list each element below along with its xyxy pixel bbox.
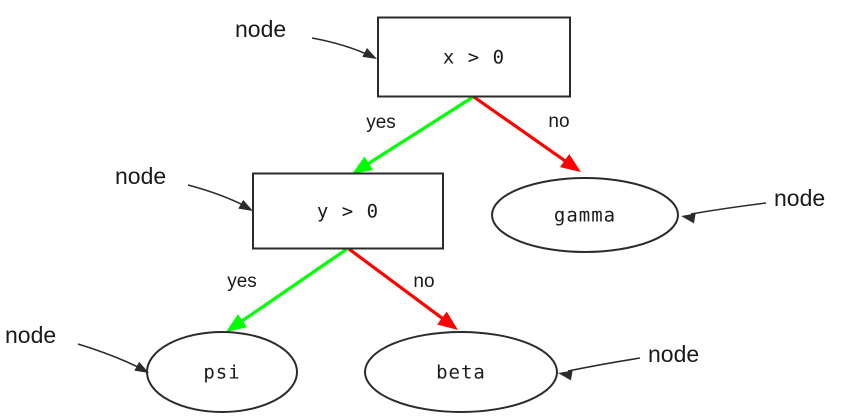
edge-line [348,247,447,322]
annotations-layer: node node node node node [5,16,825,381]
edge-label-root-no: no [548,111,569,132]
edge-left-no [348,247,458,330]
edge-label-left-no: no [413,271,434,292]
annotation-arrowhead-icon [362,48,377,59]
annotation-leader-line [77,343,143,370]
arrowhead-icon [560,153,581,172]
edge-root-no [473,95,581,172]
node-label: y > 0 [317,201,379,223]
annot-gamma: node [681,185,825,224]
edge-line [364,95,474,167]
node-label: x > 0 [443,47,505,69]
annotation-leader-line [690,202,767,215]
annotation-label: node [774,185,825,211]
annotation-label: node [235,16,286,42]
edge-root-yes [352,95,474,174]
annotation-arrowhead-icon [238,199,253,211]
node-beta[interactable]: beta [364,331,558,413]
edge-left-yes [226,247,348,332]
edge-line [238,247,348,325]
edges-layer [226,95,581,332]
node-left[interactable]: y > 0 [252,172,444,250]
annotation-leader-line [567,357,641,372]
node-ellipse-shape [491,177,679,253]
arrowhead-icon [437,311,458,330]
node-root[interactable]: x > 0 [377,16,571,98]
annot-beta: node [558,341,699,381]
node-label: beta [436,362,486,384]
annotation-arrowhead-icon [558,370,573,381]
arrowhead-icon [226,314,248,332]
node-psi[interactable]: psi [146,331,298,413]
edge-label-left-yes: yes [227,271,257,292]
arrowhead-icon [352,156,374,174]
annotation-arrowhead-icon [134,361,149,373]
annotation-label: node [115,163,166,189]
edge-label-root-yes: yes [366,112,396,133]
annotation-leader-line [187,184,248,208]
annot-left: node [115,163,253,211]
nodes-layer: x > 0 y > 0 gamma psi beta [146,16,679,413]
annotation-arrowhead-icon [681,213,696,224]
node-label: gamma [554,205,616,227]
node-label: psi [203,362,240,384]
node-box-shape [377,16,571,98]
node-gamma[interactable]: gamma [491,177,679,253]
node-box-shape [252,172,444,250]
annot-root: node [235,16,377,59]
edge-labels-layer: yes no yes no [227,111,569,292]
annotation-label: node [5,322,56,348]
annotation-label: node [648,341,699,367]
annotation-leader-line [311,37,372,57]
annot-psi: node [5,322,149,373]
node-ellipse-shape [364,331,558,413]
edge-line [473,95,569,165]
